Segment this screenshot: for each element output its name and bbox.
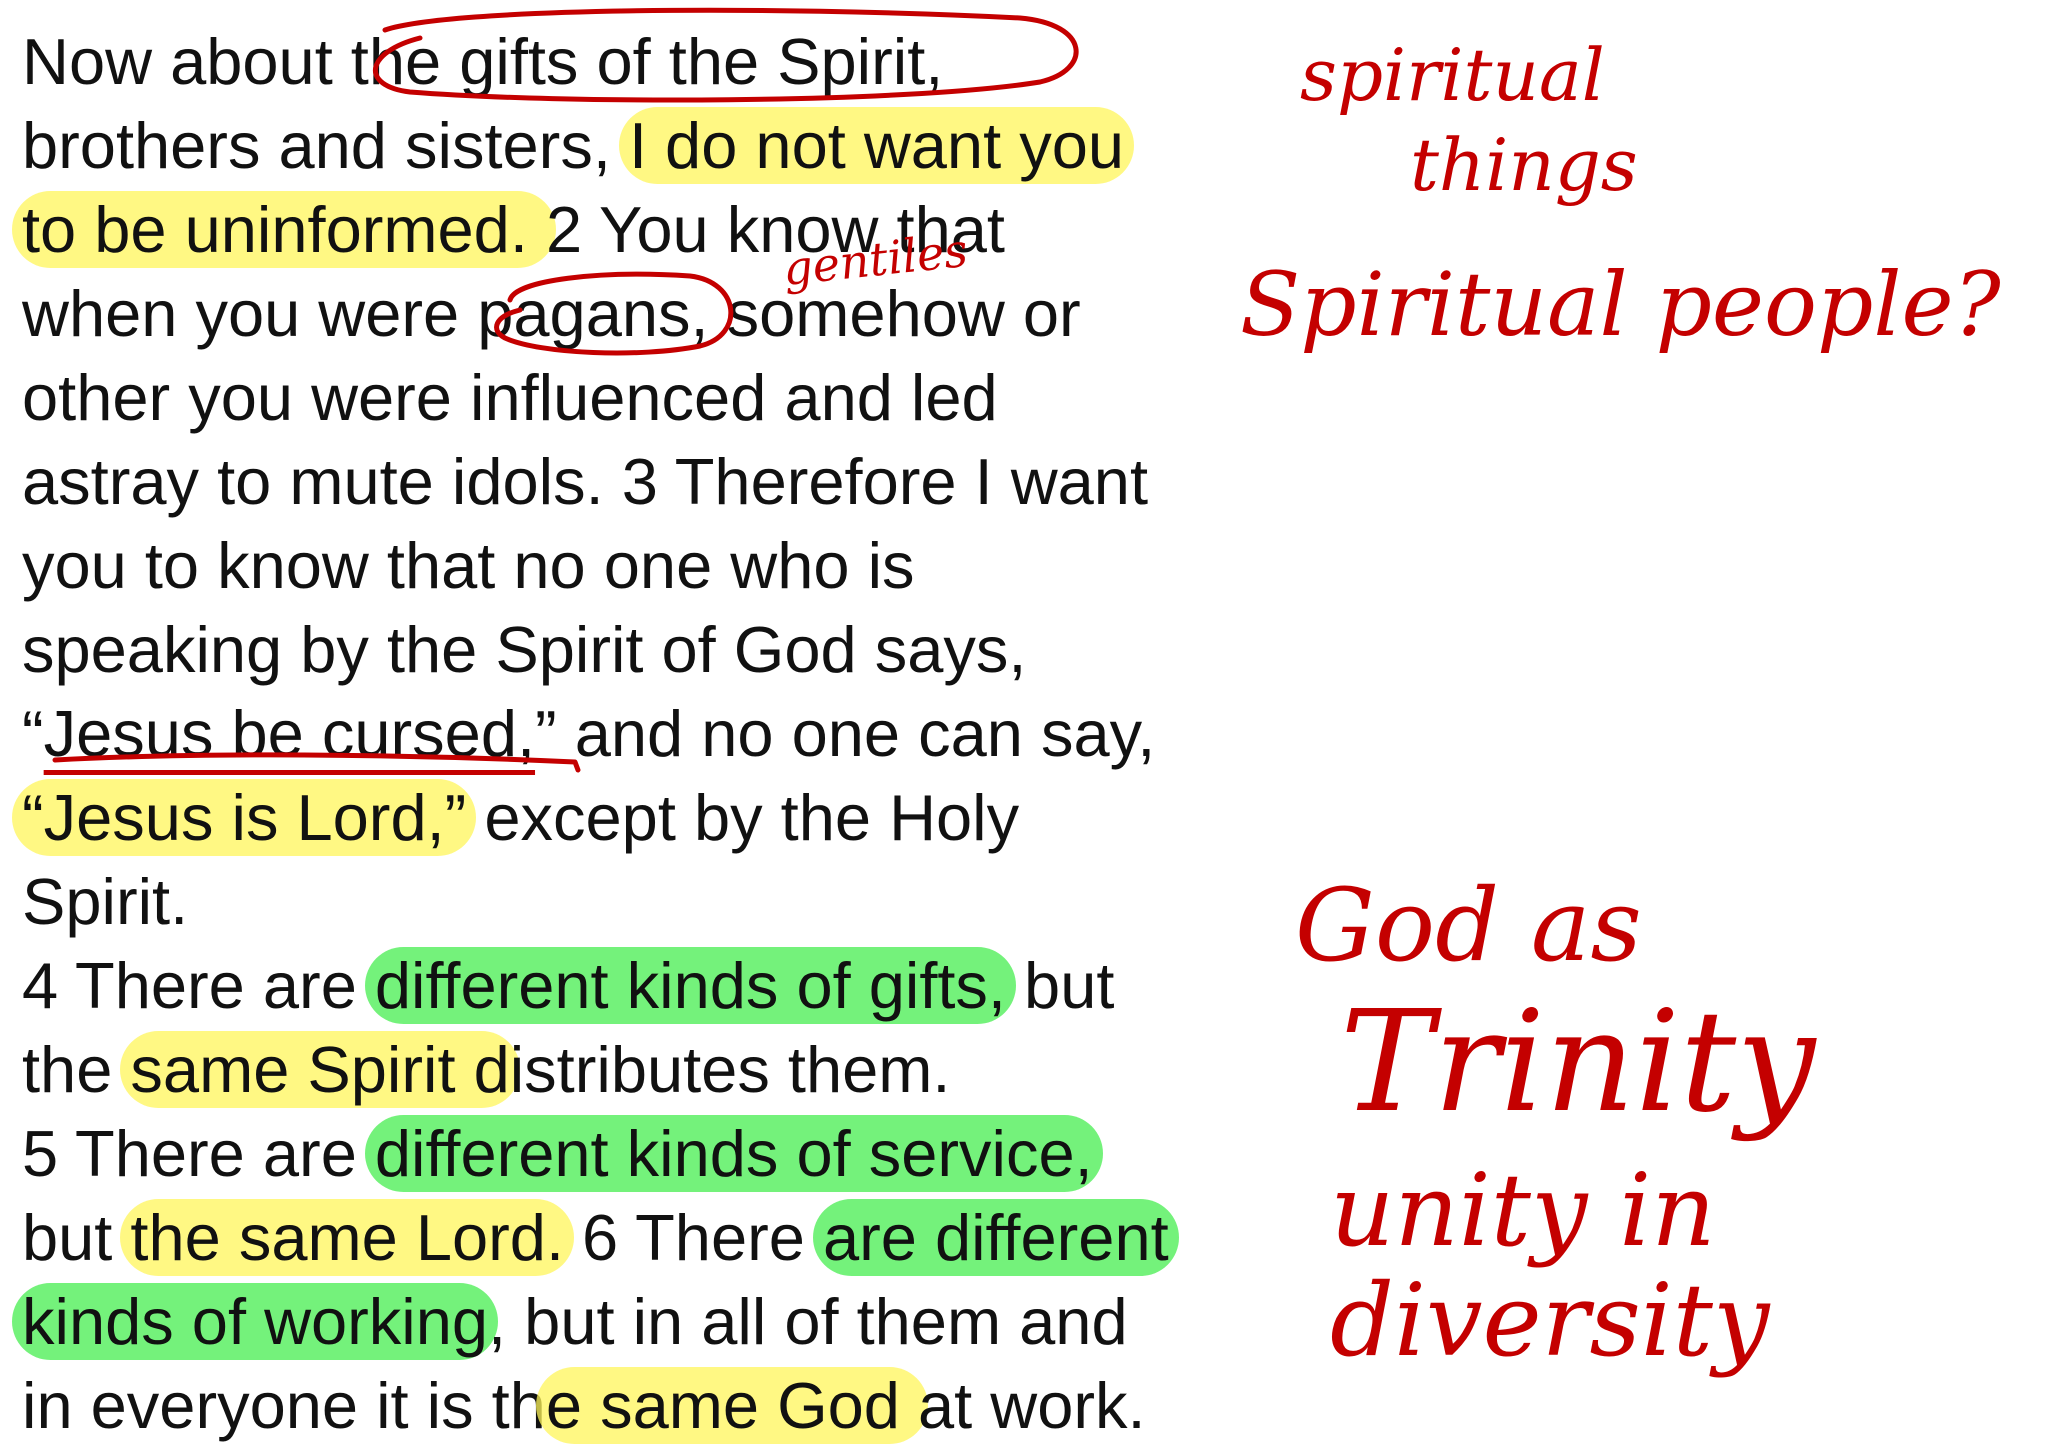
- yellow-highlight: to be uninformed.: [12, 191, 556, 268]
- note-spiritual: spiritual: [1300, 33, 1605, 117]
- text-segment: brothers and sisters,: [22, 109, 629, 182]
- text-segment: other you were influenced and led: [22, 361, 998, 434]
- text-segment: the: [22, 1033, 131, 1106]
- text-segment: 6 There: [564, 1201, 823, 1274]
- note-god-as: God as: [1295, 867, 1642, 984]
- yellow-highlight: the same Lord.: [120, 1199, 574, 1276]
- passage-line: you to know that no one who is: [22, 524, 1322, 608]
- passage-line: Spirit.: [22, 860, 1322, 944]
- yellow-highlight: e same God: [535, 1367, 929, 1444]
- passage-line: to be uninformed. 2 You know that: [12, 188, 1322, 272]
- green-highlight: are different: [812, 1199, 1179, 1276]
- text-segment: Now about the gifts of the Spirit,: [22, 25, 944, 98]
- passage-line: but the same Lord. 6 There are different: [22, 1196, 1322, 1280]
- text-segment: , but in all of them and: [488, 1285, 1128, 1358]
- text-segment: astray to mute idols. 3 Therefore I want: [22, 445, 1149, 518]
- text-segment: you to know that no one who is: [22, 529, 915, 602]
- passage-line: in everyone it is the same God at work.: [22, 1364, 1322, 1448]
- note-things: things: [1410, 123, 1638, 207]
- note-spiritual-people: Spiritual people?: [1240, 253, 2002, 356]
- passage-line: 5 There are different kinds of service,: [22, 1112, 1322, 1196]
- scripture-passage: Now about the gifts of the Spirit,brothe…: [12, 20, 1322, 1448]
- text-segment: but: [1006, 949, 1115, 1022]
- text-segment: in everyone it is th: [22, 1369, 546, 1442]
- passage-line: “Jesus be cursed,” and no one can say,: [22, 692, 1322, 776]
- text-segment: but: [22, 1201, 131, 1274]
- text-segment: Spirit.: [22, 865, 189, 938]
- passage-line: when you were pagans, somehow or: [22, 272, 1322, 356]
- passage-line: kinds of working, but in all of them and: [12, 1280, 1322, 1364]
- passage-line: other you were influenced and led: [22, 356, 1322, 440]
- text-segment: “: [22, 697, 44, 770]
- text-segment: 5 There are: [22, 1117, 375, 1190]
- green-highlight: kinds of working: [12, 1283, 499, 1360]
- passage-line: brothers and sisters, I do not want you: [22, 104, 1322, 188]
- text-segment: except by the Holy: [466, 781, 1020, 854]
- note-trinity: Trinity: [1340, 981, 1817, 1144]
- text-segment: ” and no one can say,: [535, 697, 1156, 770]
- yellow-highlight: same Spirit d: [120, 1031, 520, 1108]
- text-segment: 2 You know that: [545, 193, 1005, 266]
- yellow-highlight: I do not want you: [618, 107, 1134, 184]
- passage-line: astray to mute idols. 3 Therefore I want: [22, 440, 1322, 524]
- green-highlight: different kinds of gifts,: [364, 947, 1016, 1024]
- note-diversity: diversity: [1330, 1262, 1771, 1379]
- text-segment: istributes them.: [509, 1033, 951, 1106]
- passage-line: the same Spirit distributes them.: [22, 1028, 1322, 1112]
- text-segment: 4 There are: [22, 949, 375, 1022]
- passage-line: “Jesus is Lord,” except by the Holy: [12, 776, 1322, 860]
- text-segment: when you were pagans, somehow or: [22, 277, 1081, 350]
- text-segment: speaking by the Spirit of God says,: [22, 613, 1027, 686]
- passage-line: speaking by the Spirit of God says,: [22, 608, 1322, 692]
- passage-line: 4 There are different kinds of gifts, bu…: [22, 944, 1322, 1028]
- yellow-highlight: “Jesus is Lord,”: [12, 779, 477, 856]
- text-segment: at work.: [918, 1369, 1146, 1442]
- note-unity-in: unity in: [1330, 1152, 1716, 1269]
- green-highlight: different kinds of service,: [364, 1115, 1103, 1192]
- underlined-phrase: Jesus be cursed,: [43, 697, 536, 770]
- passage-line: Now about the gifts of the Spirit,: [22, 20, 1322, 104]
